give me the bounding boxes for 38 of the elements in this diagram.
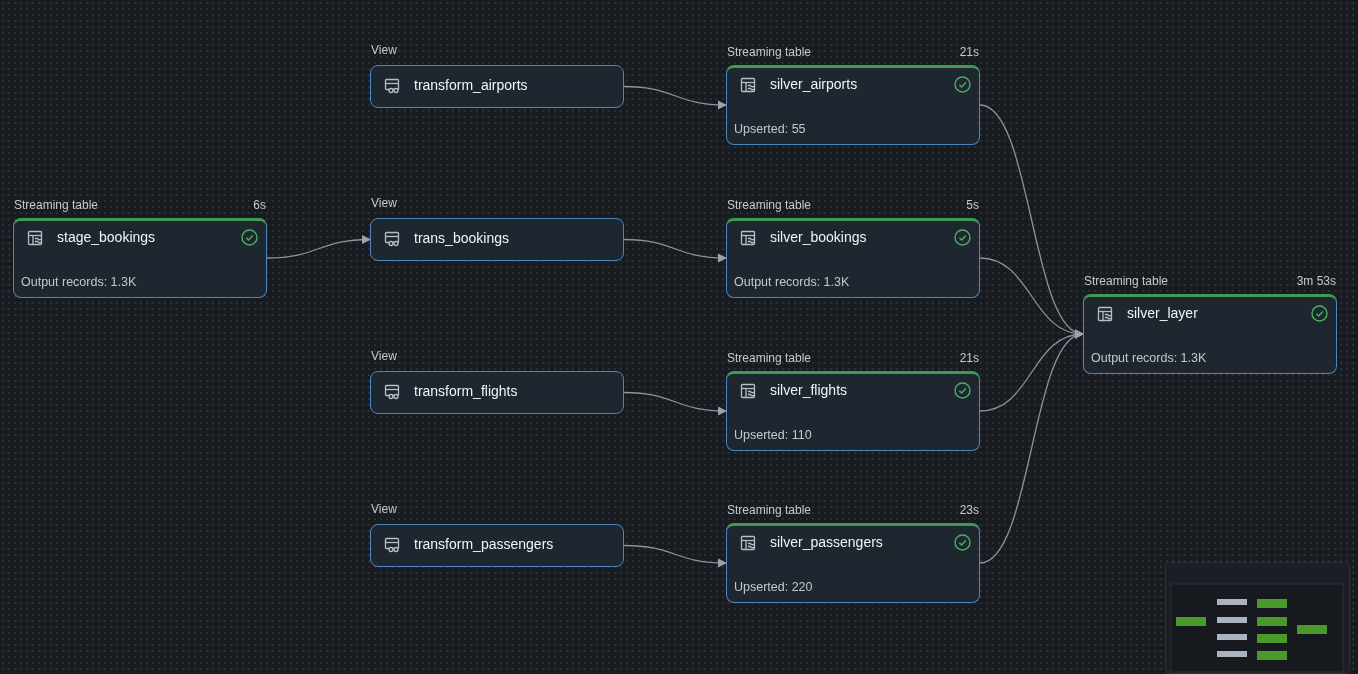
node-name: silver_bookings — [770, 229, 867, 245]
node-type-label: Streaming table — [727, 198, 812, 212]
node-name: stage_bookings — [57, 229, 156, 245]
node-type-label: View — [371, 349, 397, 363]
node-name: silver_flights — [770, 382, 848, 398]
node-name: trans_bookings — [414, 230, 509, 246]
arrow — [979, 332, 1084, 564]
node-name: transform_passengers — [414, 536, 554, 552]
duration-label: 21s — [959, 45, 979, 59]
arrow — [623, 391, 727, 416]
arrow — [623, 544, 727, 568]
node-metric: Upserted: 110 — [734, 428, 812, 442]
node-type-label: Streaming table — [1084, 274, 1169, 288]
node-metric: Upserted: 220 — [734, 580, 813, 594]
node-name: silver_passengers — [770, 534, 883, 550]
duration-label: 21s — [959, 351, 979, 365]
node-name: transform_airports — [414, 77, 528, 93]
arrow — [623, 238, 727, 263]
node-type-label: Streaming table — [727, 503, 812, 517]
arrow — [266, 235, 371, 259]
node-name: transform_flights — [414, 383, 518, 399]
node-metric: Upserted: 55 — [734, 122, 806, 136]
node-name: silver_layer — [1127, 305, 1198, 321]
duration-label: 3m 53s — [1296, 274, 1336, 288]
node-type-label: Streaming table — [727, 351, 812, 365]
node-type-label: View — [371, 502, 397, 516]
node-metric: Output records: 1.3K — [734, 275, 850, 289]
duration-label: 5s — [966, 198, 979, 212]
node-type-label: Streaming table — [727, 45, 812, 59]
node-type-label: Streaming table — [14, 198, 99, 212]
node-type-label: View — [371, 43, 397, 57]
node-type-label: View — [371, 196, 397, 210]
node-name: silver_airports — [770, 76, 858, 92]
arrow — [623, 85, 727, 110]
duration-label: 23s — [959, 503, 979, 517]
node-metric: Output records: 1.3K — [21, 275, 137, 289]
duration-label: 6s — [253, 198, 266, 212]
node-metric: Output records: 1.3K — [1091, 351, 1207, 365]
